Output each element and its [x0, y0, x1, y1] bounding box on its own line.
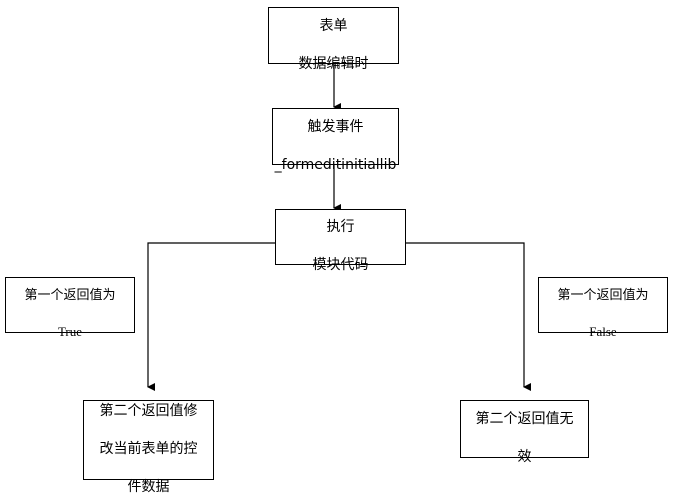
node-result-false-line-2: 效: [517, 449, 532, 465]
note-true-text: 第一个返回值为 True: [24, 269, 115, 342]
node-trigger-event: 触发事件 _formeditinitiallib: [272, 108, 399, 173]
node-result-false-line-1: 第二个返回值无: [475, 411, 574, 427]
flowchart-canvas: 表单 数据编辑时 触发事件 _formeditinitiallib 执行 模块代…: [5, 7, 668, 495]
node-execute-code-text: 执行 模块代码: [313, 199, 369, 275]
node-result-true-text: 第二个返回值修 改当前表单的控 件数据: [100, 383, 198, 497]
note-false: 第一个返回值为 False: [538, 277, 668, 339]
note-true-line-2: True: [57, 323, 83, 339]
note-true: 第一个返回值为 True: [5, 277, 135, 339]
node-form-edit: 表单 数据编辑时: [268, 7, 399, 72]
node-result-false: 第二个返回值无 效: [460, 400, 589, 465]
arrow-execute-to-result-false: [406, 242, 531, 391]
node-form-edit-line-1: 表单: [319, 17, 348, 34]
node-form-edit-text: 表单 数据编辑时: [299, 0, 369, 74]
node-result-true-line-2: 改当前表单的控: [99, 441, 198, 457]
note-false-line-2: False: [589, 323, 617, 339]
note-false-line-1: 第一个返回值为: [557, 287, 649, 303]
node-result-true-line-1: 第二个返回值修: [99, 403, 198, 419]
node-execute-code: 执行 模块代码: [275, 209, 406, 273]
note-false-text: 第一个返回值为 False: [557, 269, 648, 342]
node-trigger-event-line-2: _formeditinitiallib: [274, 156, 397, 173]
node-result-true-line-3: 件数据: [127, 479, 170, 495]
node-result-false-text: 第二个返回值无 效: [476, 391, 574, 467]
node-form-edit-line-2: 数据编辑时: [298, 55, 369, 72]
arrow-execute-to-result-true: [147, 242, 275, 391]
node-result-true: 第二个返回值修 改当前表单的控 件数据: [83, 400, 214, 495]
node-execute-code-line-2: 模块代码: [312, 257, 369, 273]
note-true-line-1: 第一个返回值为: [24, 287, 116, 303]
node-trigger-event-text: 触发事件 _formeditinitiallib: [275, 99, 397, 175]
node-execute-code-line-1: 执行: [326, 219, 355, 235]
node-trigger-event-line-1: 触发事件: [307, 118, 364, 135]
